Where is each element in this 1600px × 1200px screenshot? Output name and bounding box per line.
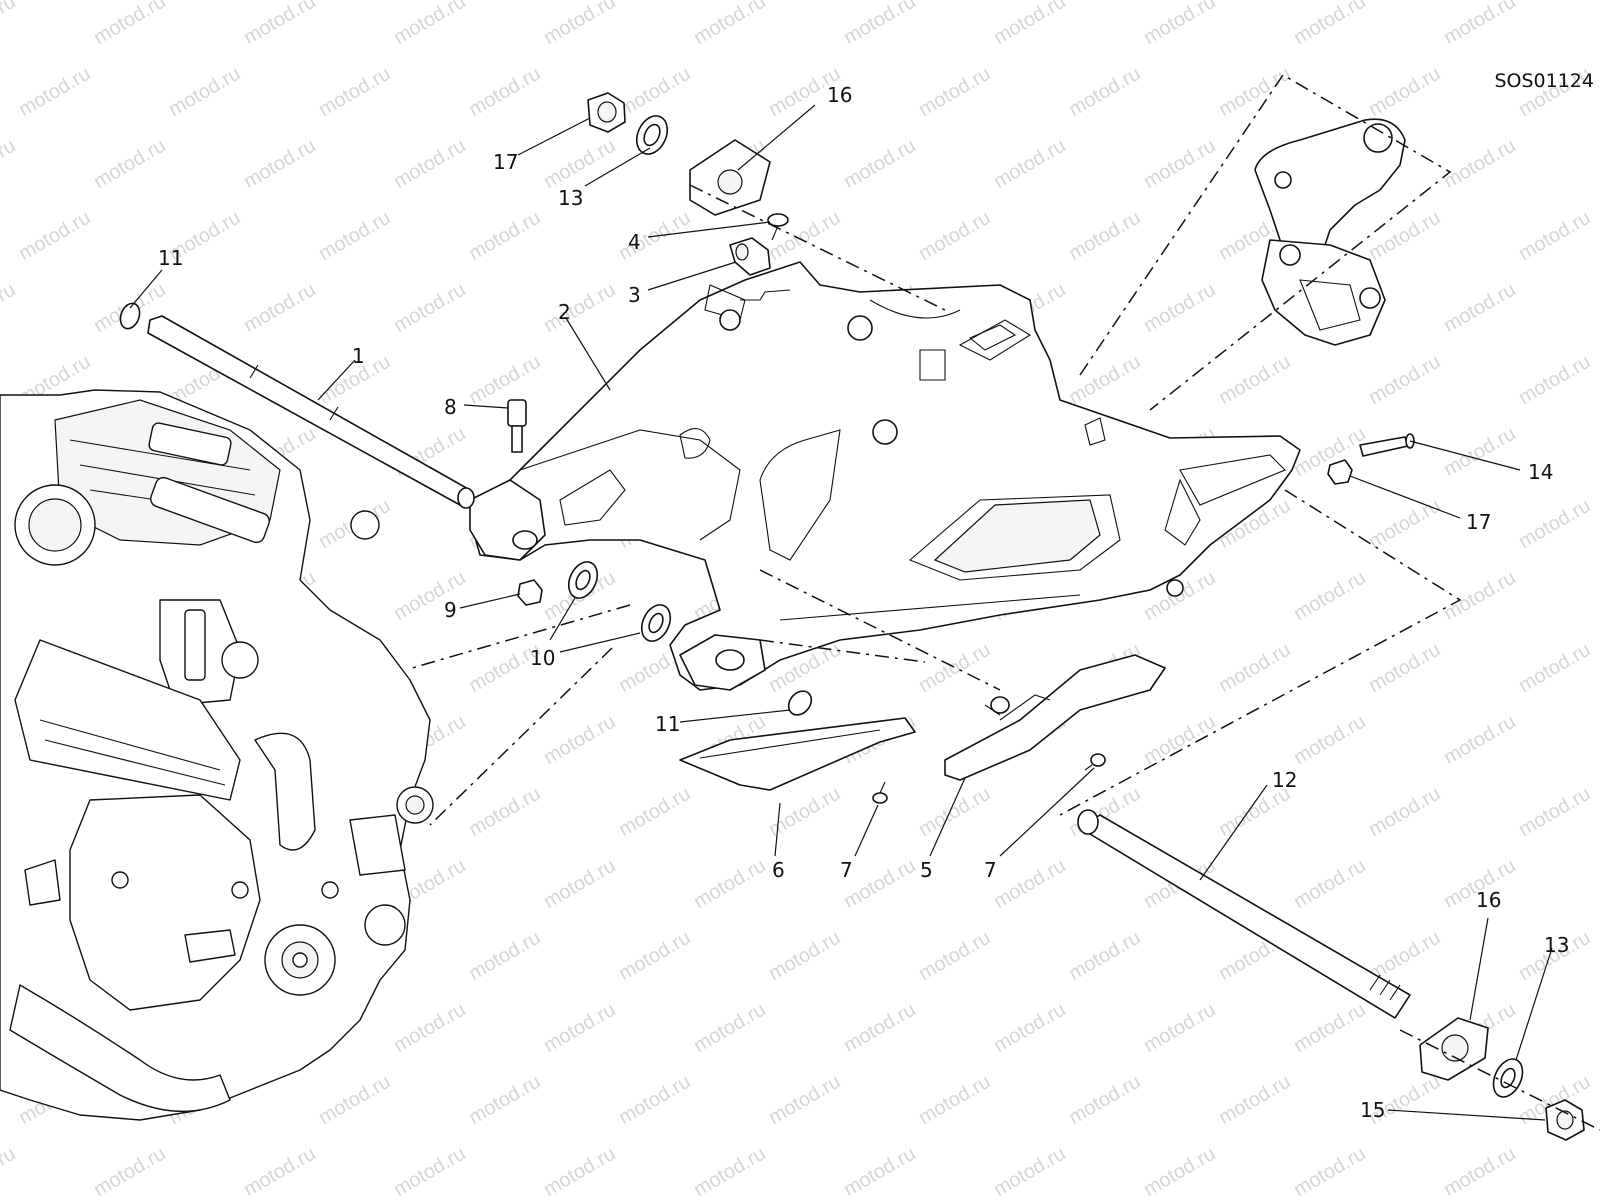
swingarm xyxy=(469,261,1301,691)
washer-13-lower xyxy=(1492,1058,1524,1098)
clamp-3 xyxy=(729,237,771,276)
washers-10 xyxy=(567,561,672,642)
drawing-code: SOS01124 xyxy=(1494,70,1594,92)
eccentric-16-upper xyxy=(689,139,771,216)
screw-4 xyxy=(767,213,789,241)
chain-guard-6 xyxy=(679,717,916,791)
bolt-14 xyxy=(1359,433,1415,457)
callout-11-upper-circlip: 11 xyxy=(158,246,184,270)
bolt-8 xyxy=(507,399,527,453)
callout-14-bolt: 14 xyxy=(1528,460,1554,484)
nut-9 xyxy=(517,579,543,606)
callout-3-clamp: 3 xyxy=(628,283,641,307)
callout-13-upper-washer: 13 xyxy=(558,186,584,210)
callout-11-lower-circlip: 11 xyxy=(655,712,681,736)
callout-7-screw-left: 7 xyxy=(840,858,853,882)
callout-8-bolt: 8 xyxy=(444,395,457,419)
callout-15-nut: 15 xyxy=(1360,1098,1386,1122)
leader-lines xyxy=(129,104,1553,1121)
callout-17-lower-nut: 17 xyxy=(1466,510,1492,534)
callout-5-chain-slider: 5 xyxy=(920,858,933,882)
callout-12-wheel-axle: 12 xyxy=(1272,768,1298,792)
callout-9-nut: 9 xyxy=(444,598,457,622)
callout-17-upper-nut: 17 xyxy=(493,150,519,174)
chain-slider-5 xyxy=(944,654,1166,781)
engine-assembly xyxy=(0,389,434,1121)
callout-7-screw-right: 7 xyxy=(984,858,997,882)
circlip-11-upper xyxy=(119,302,141,330)
callout-10-washers: 10 xyxy=(530,646,556,670)
pivot-shaft-1 xyxy=(147,315,475,509)
callout-2-swingarm: 2 xyxy=(558,300,571,324)
nut-17-lower xyxy=(1327,459,1353,485)
assembly-lines xyxy=(411,73,1600,1131)
screw-7-right xyxy=(1084,753,1106,771)
washer-13-upper xyxy=(635,115,669,155)
callout-4-screw: 4 xyxy=(628,230,641,254)
callout-16-lower-eccentric: 16 xyxy=(1476,888,1502,912)
circlip-11-lower xyxy=(787,690,813,716)
callout-16-upper-eccentric: 16 xyxy=(827,83,853,107)
brake-caliper-bracket xyxy=(1254,118,1406,346)
callout-13-lower-washer: 13 xyxy=(1544,933,1570,957)
nut-15 xyxy=(1545,1099,1585,1141)
callout-1-pivot-shaft: 1 xyxy=(352,344,365,368)
screw-7-left xyxy=(872,781,888,804)
nut-17-upper xyxy=(587,92,626,133)
callout-6-chain-guard: 6 xyxy=(772,858,785,882)
eccentric-16-lower xyxy=(1419,1017,1489,1081)
wheel-axle-12 xyxy=(1077,809,1411,1019)
